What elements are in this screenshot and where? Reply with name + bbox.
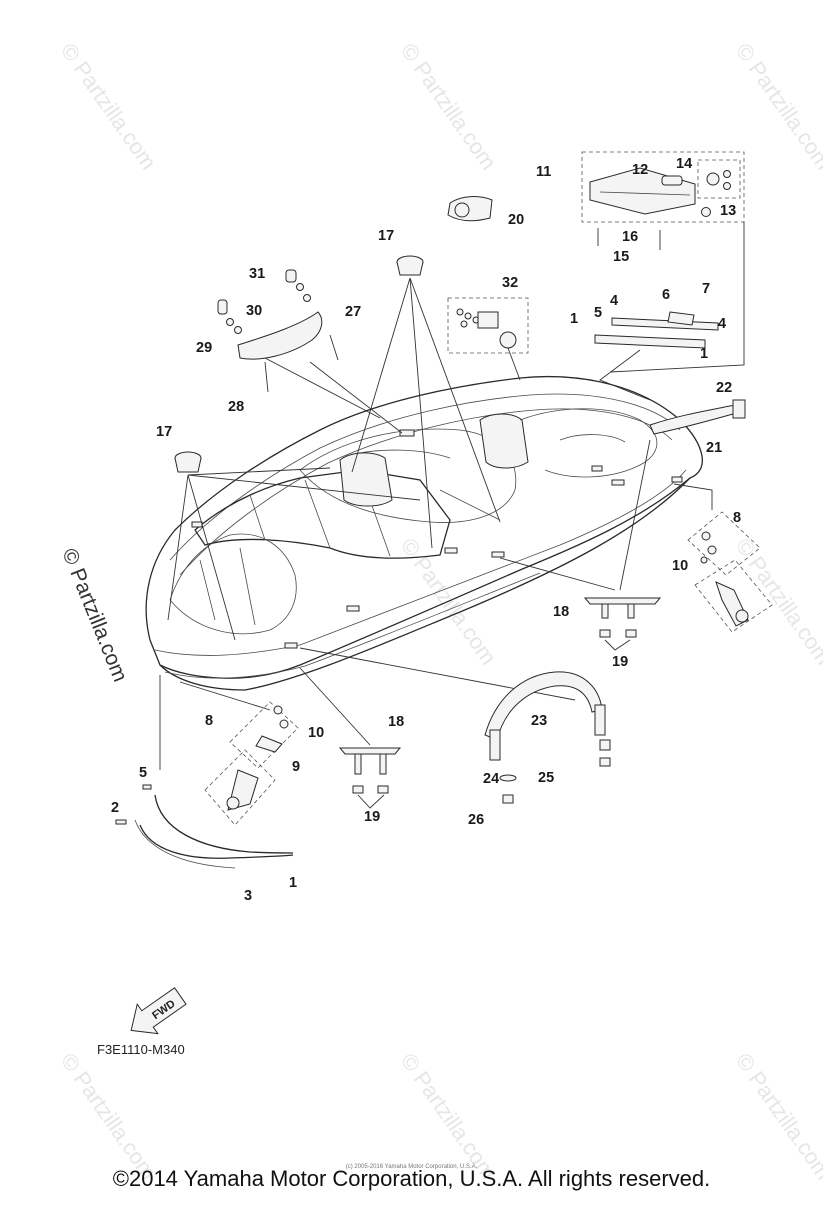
cleat-left [338,747,402,809]
callout-13: 13 [720,203,736,219]
callout-5-top: 5 [594,305,602,321]
copyright-notice: ©2014 Yamaha Motor Corporation, U.S.A. A… [112,1166,711,1191]
callout-31: 31 [249,266,265,282]
callout-8-right: 8 [733,510,741,526]
callout-18-left: 18 [388,714,404,730]
cleat-bracket-left [204,701,299,826]
callout-22: 22 [716,380,732,396]
callout-21: 21 [706,440,722,456]
callout-14: 14 [676,156,692,172]
callout-9: 9 [292,759,300,775]
callout-27: 27 [345,304,361,320]
callout-4-top: 4 [610,293,618,309]
callout-18-right: 18 [553,604,569,620]
callout-19-left: 19 [364,809,380,825]
callout-17-left: 17 [156,424,172,440]
callout-19-right: 19 [612,654,628,670]
callout-20: 20 [508,212,524,228]
callout-2: 2 [111,800,119,816]
watermark-mid-right: © Partzilla.com [731,534,823,670]
watermark-top-left: © Partzilla.com [56,39,162,175]
callout-7: 7 [702,281,710,297]
callout-30: 30 [246,303,262,319]
mirror-part [447,196,493,222]
callout-12: 12 [632,162,648,178]
tow-strap [649,399,746,435]
cup-holders [174,255,424,473]
grab-handle [217,269,339,393]
watermark-top-center: © Partzilla.com [396,39,502,175]
callout-10-left: 10 [308,725,324,741]
boat-hull [145,375,703,691]
cleat-right [583,597,662,651]
rod-holder-assembly [581,151,745,373]
callout-4-right: 4 [718,316,726,332]
bow-rail [484,671,611,804]
callout-8-left: 8 [205,713,213,729]
small-copyright: (c) 2005-2016 Yamaha Motor Corporation, … [345,1164,478,1170]
cleat-bracket-right [687,511,773,633]
callout-29: 29 [196,340,212,356]
callout-1-bottom: 1 [289,875,297,891]
callout-16: 16 [622,229,638,245]
callout-17-top: 17 [378,228,394,244]
callout-labels: 11 12 14 13 16 15 20 17 32 31 30 27 29 2… [111,156,741,904]
leader-lines [159,277,713,770]
callout-24: 24 [483,771,499,787]
callout-10-right: 10 [672,558,688,574]
callout-6: 6 [662,287,670,303]
callout-11: 11 [536,164,551,180]
callout-28: 28 [228,399,244,415]
diagram-code: F3E1110-M340 [97,1042,185,1057]
callout-15: 15 [613,249,629,265]
forward-arrow-icon: FWD [130,987,187,1035]
watermark-top-right: © Partzilla.com [731,39,823,175]
callout-5-bottom: 5 [139,765,147,781]
drain-plug-kit [447,297,529,381]
callout-1-top: 1 [570,311,578,327]
callout-1-right: 1 [700,346,708,362]
watermark-left-dark: © Partzilla.com [57,545,131,685]
rail-brackets [594,311,719,401]
callout-26: 26 [468,812,484,828]
cables [115,784,294,869]
callout-3: 3 [244,888,252,904]
callout-23: 23 [531,713,547,729]
callout-32: 32 [502,275,518,291]
callout-25: 25 [538,770,554,786]
